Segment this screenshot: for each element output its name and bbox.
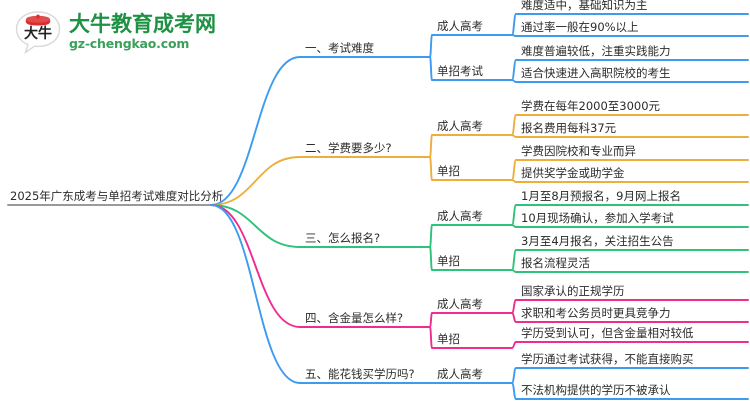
connector-curve [511, 59, 517, 81]
sub-node-3-2[interactable]: 单招 [437, 254, 460, 268]
connector-curve [429, 312, 433, 328]
connector-curve [511, 299, 517, 314]
connector-curve [210, 204, 301, 328]
connector-curve [429, 224, 433, 248]
speech-bubble-icon: 大牛 [15, 11, 61, 55]
root-node[interactable]: 2025年广东成考与单招考试难度对比分析 [10, 189, 224, 203]
leaf-node-2-2-1[interactable]: 学费因院校和专业而异 [521, 144, 636, 158]
leaf-node-2-1-1[interactable]: 学费在每年2000至3000元 [521, 99, 661, 113]
connector-curve [210, 56, 301, 206]
leaf-node-4-1-2[interactable]: 求职和考公务员时更具竞争力 [521, 306, 671, 320]
connector-curve [429, 134, 433, 158]
connector-curve [429, 56, 433, 81]
leaf-node-3-2-1[interactable]: 3月至4月报名，关注招生公告 [521, 234, 674, 248]
branch-node-4[interactable]: 四、含金量怎么样? [305, 311, 404, 325]
connector-curve [511, 382, 517, 400]
connector-curve [511, 249, 517, 271]
sub-node-5-1[interactable]: 成人高考 [437, 367, 483, 381]
leaf-node-2-2-2[interactable]: 提供奖学金或助学金 [521, 166, 625, 180]
connector-curve [511, 312, 517, 323]
leaf-node-1-2-2[interactable]: 适合快速进入高职院校的考生 [521, 66, 671, 80]
site-logo: 大牛 大牛教育成考网 gz-chengkao.com [14, 6, 229, 58]
connector-curve [210, 156, 301, 206]
logo-title: 大牛教育成考网 [69, 11, 216, 36]
logo-subtitle: gz-chengkao.com [69, 35, 190, 51]
branch-node-2[interactable]: 二、学费要多少? [305, 141, 392, 155]
leaf-node-4-1-1[interactable]: 国家承认的正规学历 [521, 284, 625, 298]
leaf-node-1-1-2[interactable]: 通过率一般在90%以上 [521, 20, 639, 34]
connector-curve [210, 204, 301, 384]
connector-curve [511, 13, 517, 36]
connector-curve [511, 114, 517, 136]
connector-curve [511, 367, 517, 384]
sub-node-4-1[interactable]: 成人高考 [437, 297, 483, 311]
leaf-node-3-1-2[interactable]: 10月现场确认，参加入学考试 [521, 211, 674, 225]
leaf-node-3-2-2[interactable]: 报名流程灵活 [521, 256, 590, 270]
connector-curve [429, 326, 433, 349]
sub-node-1-2[interactable]: 单招考试 [437, 64, 483, 78]
leaf-node-2-1-2[interactable]: 报名费用每科37元 [521, 121, 617, 135]
connector-curve [210, 204, 301, 248]
sub-node-2-1[interactable]: 成人高考 [437, 119, 483, 133]
connector-curve [511, 341, 517, 349]
logo-mark-icon: 大牛 [14, 9, 62, 55]
logo-mark-chars: 大牛 [24, 25, 52, 42]
sub-node-3-1[interactable]: 成人高考 [437, 209, 483, 223]
leaf-node-1-2-1[interactable]: 难度普遍较低，注重实践能力 [521, 44, 671, 58]
leaf-node-3-1-1[interactable]: 1月至8月预报名，9月网上报名 [521, 189, 681, 203]
leaf-node-5-1-2[interactable]: 不法机构提供的学历不被承认 [521, 383, 671, 397]
branch-node-5[interactable]: 五、能花钱买学历吗? [305, 367, 415, 381]
leaf-node-1-1-1[interactable]: 难度适中，基础知识为主 [521, 0, 648, 12]
connector-curve [429, 34, 433, 58]
sub-node-1-1[interactable]: 成人高考 [437, 19, 483, 33]
branch-node-1[interactable]: 一、考试难度 [305, 41, 374, 55]
connector-curve [511, 204, 517, 226]
connector-curve [511, 159, 517, 181]
branch-node-3[interactable]: 三、怎么报名? [305, 231, 381, 245]
connector-curve [429, 156, 433, 181]
sub-node-2-2[interactable]: 单招 [437, 164, 460, 178]
leaf-node-4-2-1[interactable]: 学历受到认可，但含金量相对较低 [521, 326, 694, 340]
connector-curve [429, 246, 433, 271]
leaf-node-5-1-1[interactable]: 学历通过考试获得，不能直接购买 [521, 352, 694, 366]
sub-node-4-2[interactable]: 单招 [437, 332, 460, 346]
